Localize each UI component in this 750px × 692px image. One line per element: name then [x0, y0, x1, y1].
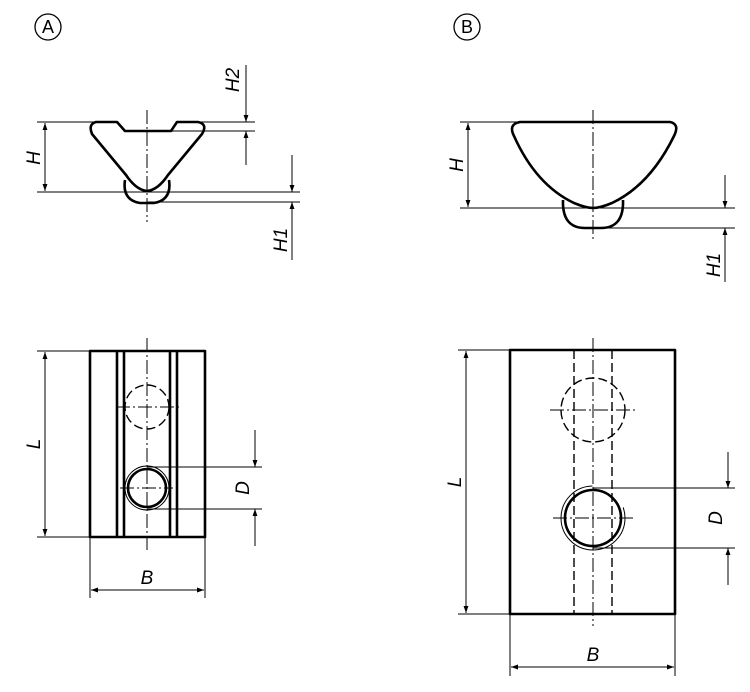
dim-h2-label: H2	[223, 67, 244, 92]
view-b-plan	[458, 338, 735, 676]
dim-h-label-b: H	[447, 158, 468, 172]
svg-text:B: B	[461, 17, 473, 37]
dim-h1-label: H1	[271, 228, 292, 252]
view-a-plan	[37, 338, 262, 598]
dim-h-label: H	[24, 151, 45, 165]
dim-d-label: D	[233, 481, 254, 495]
view-b-profile	[460, 110, 735, 282]
dim-d-label-b: D	[706, 511, 727, 525]
dim-l-label: L	[24, 439, 45, 450]
dim-l-label-b: L	[445, 477, 466, 488]
dim-b-label-b: B	[587, 645, 600, 666]
view-a-marker: A	[34, 13, 62, 41]
view-a-profile	[37, 65, 300, 260]
view-b-marker: B	[453, 13, 481, 41]
svg-text:A: A	[42, 17, 54, 37]
dim-b-label: B	[141, 568, 154, 589]
dim-h1-label-b: H1	[704, 253, 725, 277]
